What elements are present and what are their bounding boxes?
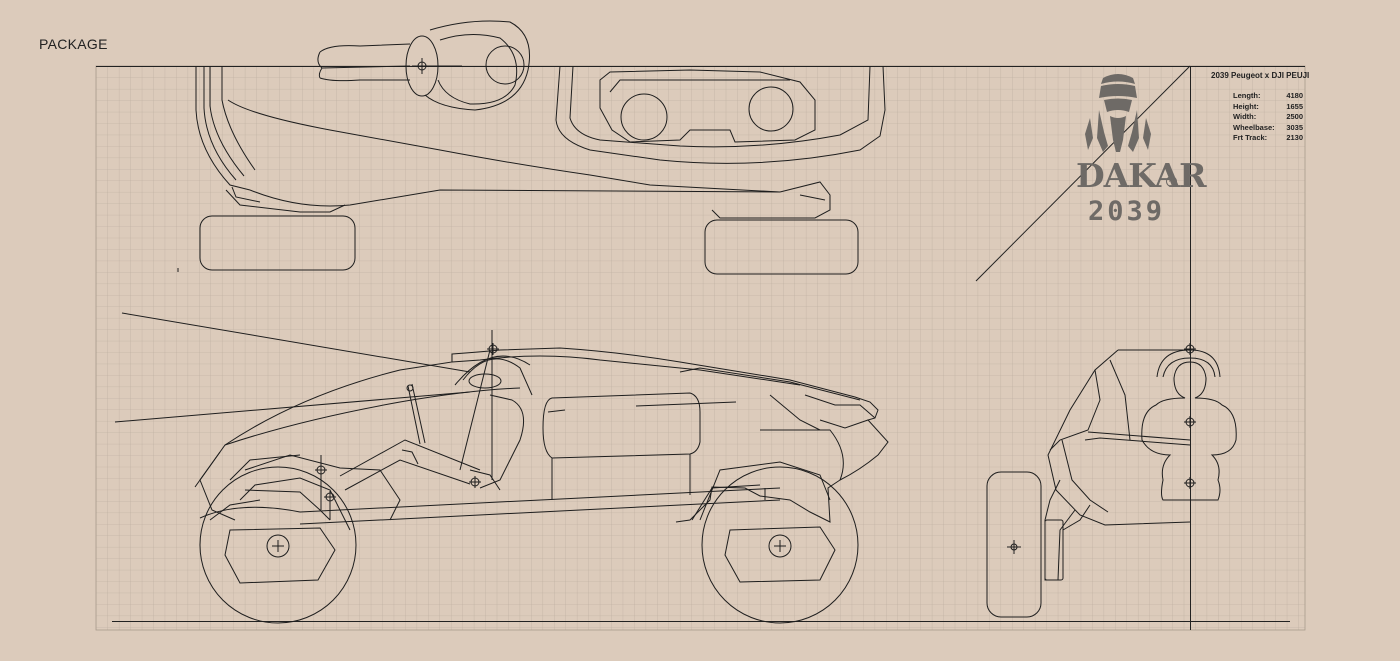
- spec-value: 2130: [1286, 133, 1303, 143]
- spec-value: 4180: [1286, 91, 1303, 100]
- spec-row-height: Height: 1655: [1233, 102, 1303, 113]
- spec-value: 2500: [1286, 112, 1303, 122]
- spec-label: Length:: [1233, 91, 1261, 100]
- spec-label: Width:: [1233, 112, 1257, 122]
- top-view-drawing: [177, 20, 886, 275]
- grid-paper: [95, 65, 1306, 631]
- spec-row-front-track: Frt Track: 2130: [1233, 133, 1303, 144]
- spec-row-wheelbase: Wheelbase: 3035: [1233, 123, 1303, 134]
- spec-value: 1655: [1286, 101, 1303, 111]
- spec-label: Height:: [1233, 101, 1259, 111]
- spec-title: 2039 Peugeot x DJI PEUJI: [1211, 71, 1310, 80]
- spec-row-width: Width: 2500: [1233, 112, 1303, 123]
- spec-label: Frt Track:: [1233, 133, 1268, 143]
- spec-row-length: Length: 4180: [1233, 91, 1303, 102]
- spec-value: 3035: [1286, 122, 1303, 132]
- page-title: PACKAGE: [39, 36, 108, 52]
- side-view-drawing: [114, 312, 889, 624]
- spec-label: Wheelbase:: [1233, 122, 1275, 132]
- dakar-bedouin-icon: [1085, 74, 1151, 152]
- dakar-logo-word: DAKAR: [1076, 156, 1207, 195]
- dakar-logo-year: 2039: [1088, 196, 1166, 227]
- spec-table: Length: 4180 Height: 1655 Width: 2500 Wh…: [1233, 91, 1303, 144]
- front-view-drawing: [986, 343, 1237, 618]
- trademark-mark: TM: [1166, 176, 1177, 187]
